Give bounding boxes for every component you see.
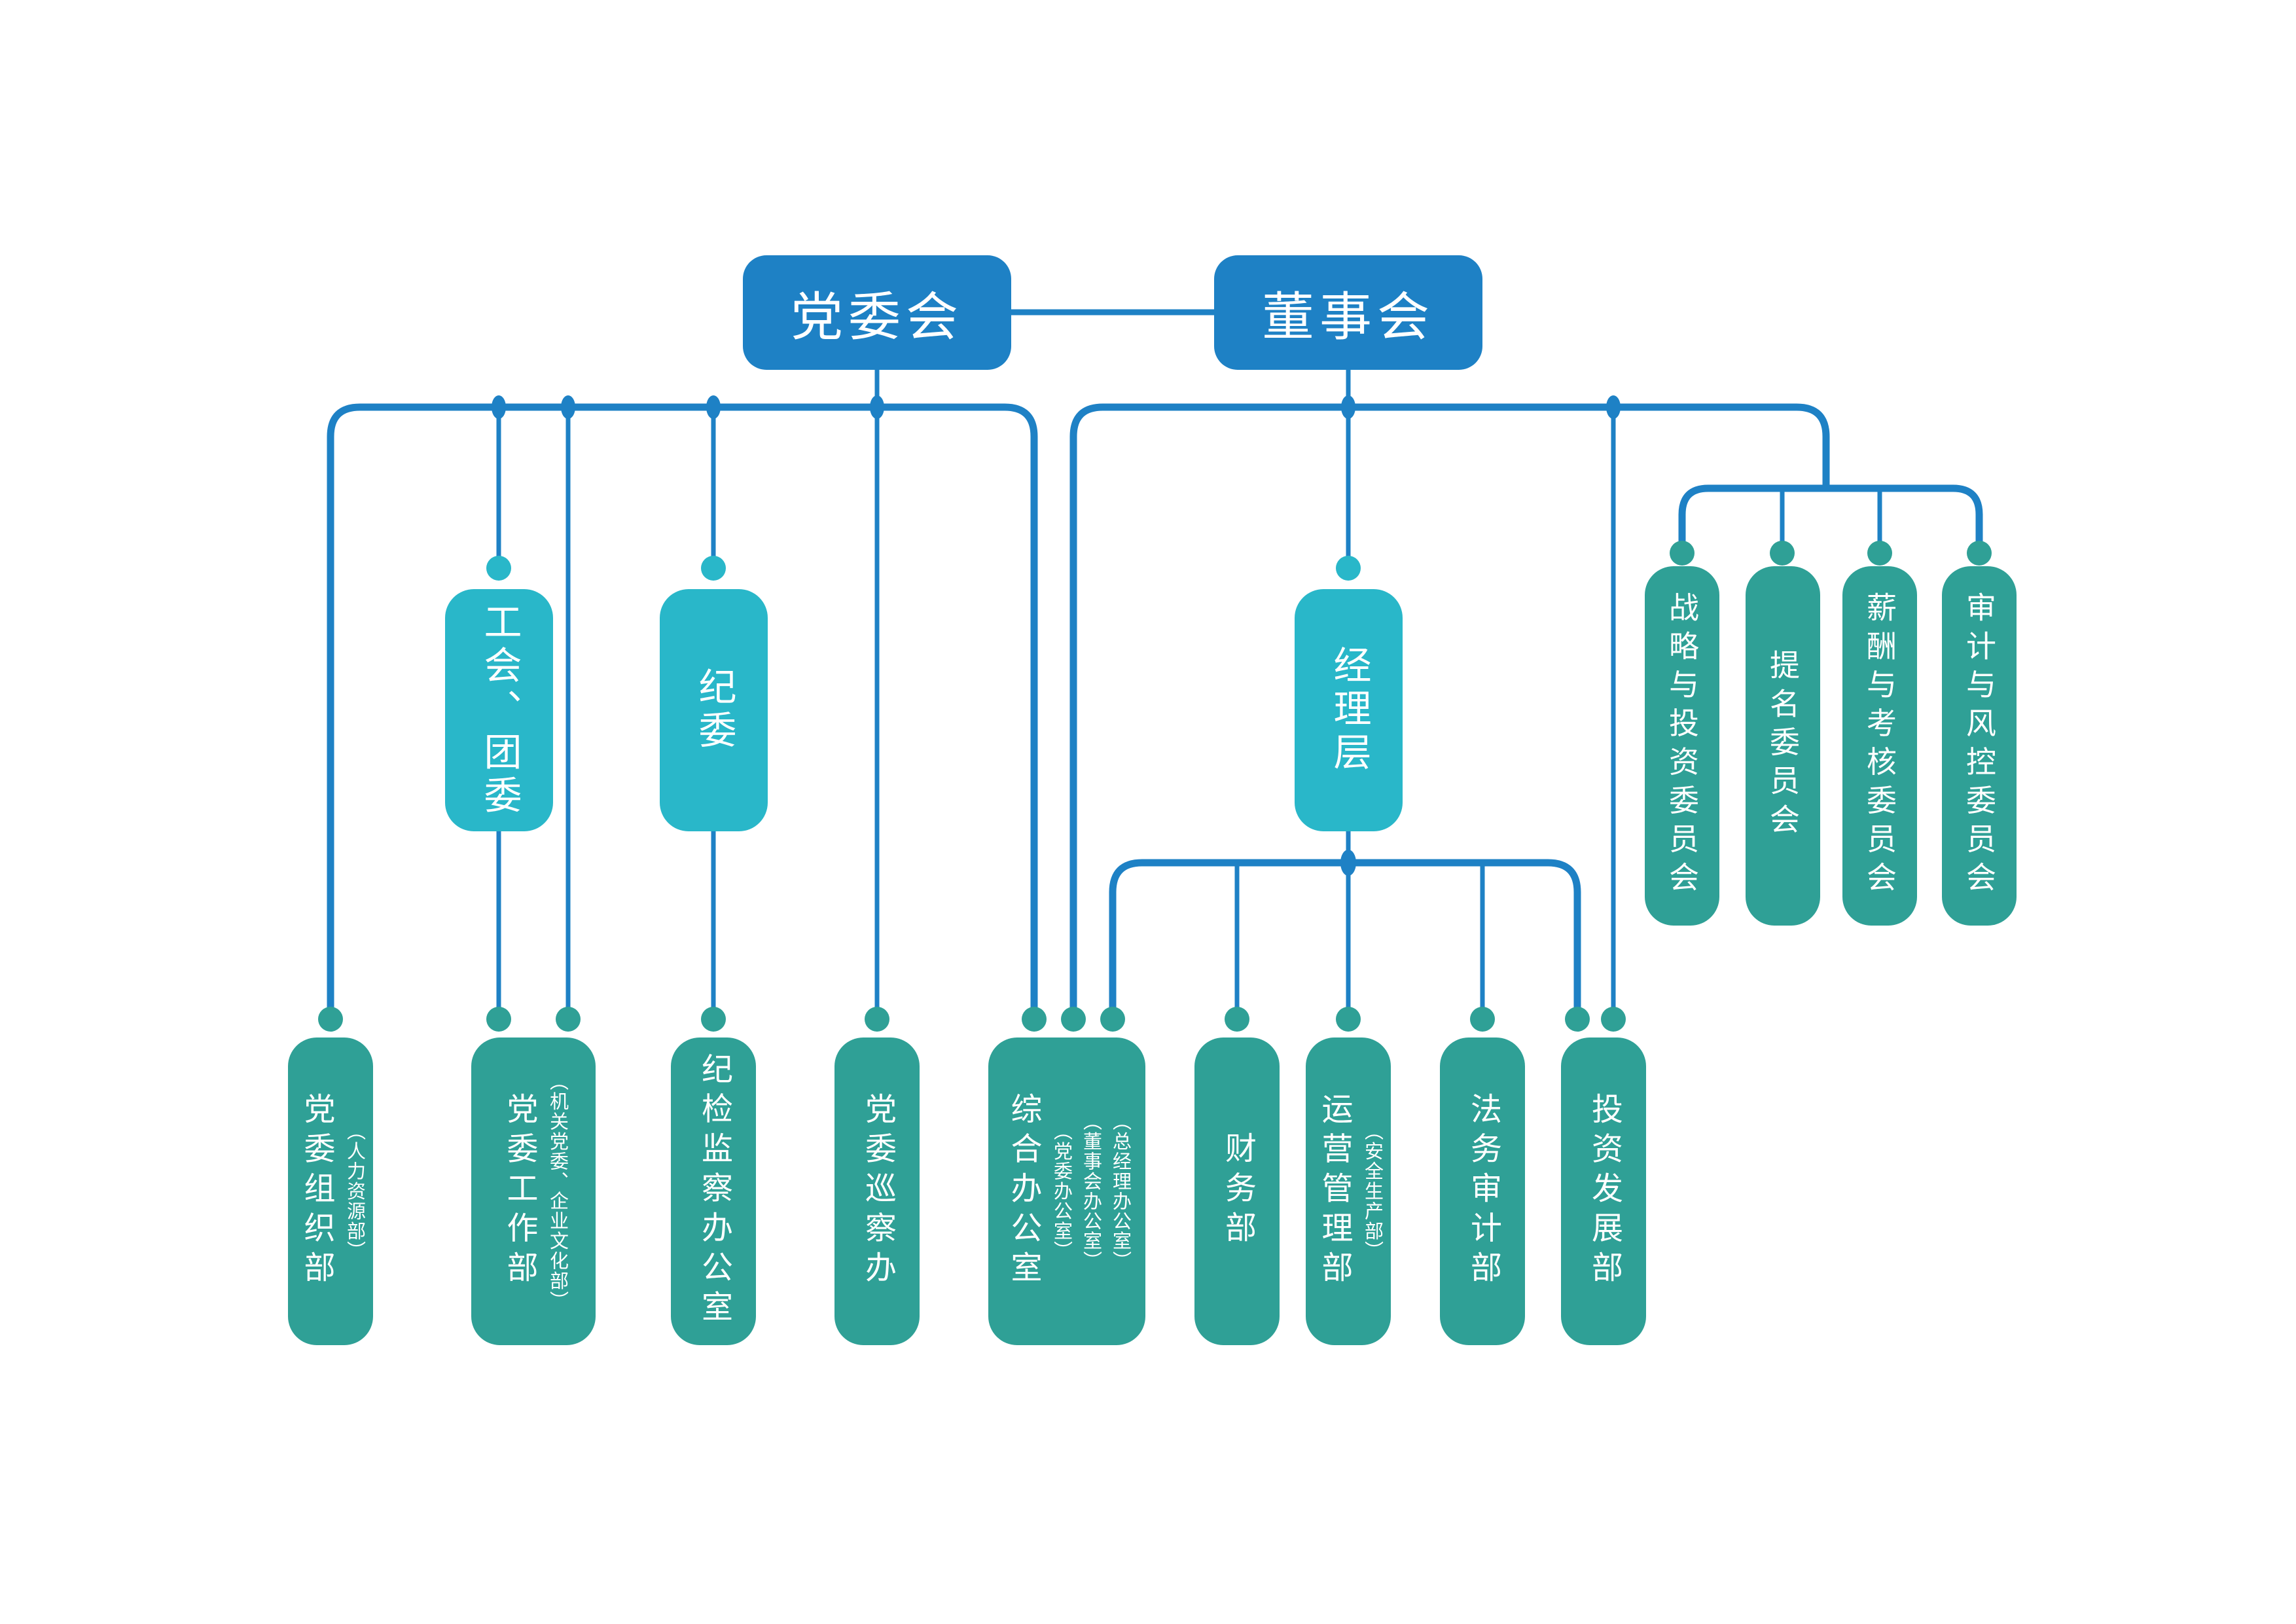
junction-dot <box>1606 395 1621 419</box>
junction-dot <box>870 395 884 419</box>
node-sublabel: （人力资源部） <box>344 1121 365 1261</box>
node-dot <box>1225 1007 1249 1032</box>
node-label: 经理层 <box>1327 645 1371 776</box>
node-board[interactable]: 董事会 <box>1214 255 1482 370</box>
edge-committees-rail <box>1678 484 1983 549</box>
connector-lines <box>327 309 1983 1008</box>
node-dots-bright <box>486 556 1361 581</box>
node-label: 战略与投资委员会 <box>1665 591 1699 901</box>
node-label: 运营管理部 <box>1316 1092 1352 1291</box>
junction-dot <box>1341 395 1355 419</box>
node-audit-risk-committee[interactable]: 审计与风控委员会 <box>1942 566 2017 926</box>
node-dot <box>1061 1007 1086 1032</box>
node-dot <box>1565 1007 1590 1032</box>
node-dot <box>1470 1007 1495 1032</box>
node-sublabel: （党委办公室） <box>1050 1121 1072 1261</box>
node-dot <box>1967 541 1992 566</box>
node-dots-dark <box>318 541 1992 1032</box>
node-sublabel: （机关党委、企业文化部） <box>547 1072 568 1311</box>
junction-dot <box>1340 850 1356 876</box>
node-label: 纪委 <box>692 666 736 754</box>
node-sublabel: （总经理办公室） <box>1109 1111 1131 1271</box>
node-dot <box>1100 1007 1125 1032</box>
node-dot <box>701 556 726 581</box>
node-dot <box>318 1007 343 1032</box>
node-discipline-supervision-office[interactable]: 纪检监察办公室 <box>671 1038 756 1345</box>
node-nomination-committee[interactable]: 提名委员会 <box>1746 566 1820 926</box>
edge-right-rail <box>1069 403 1830 1008</box>
node-dot <box>1670 541 1695 566</box>
node-dot <box>1601 1007 1626 1032</box>
node-label: 董事会 <box>1262 287 1435 346</box>
node-label: 党委会 <box>791 287 963 346</box>
node-label: 党委工作部 <box>501 1092 537 1291</box>
node-management-level[interactable]: 经理层 <box>1295 589 1403 831</box>
node-sublabel: （董事会办公室） <box>1080 1111 1102 1271</box>
junction-dot <box>706 395 721 419</box>
node-union-youth-league[interactable]: 工会、团委 <box>445 589 553 831</box>
node-label: 薪酬与考核委员会 <box>1863 591 1897 901</box>
node-dot <box>865 1007 889 1032</box>
node-label: 提名委员会 <box>1766 649 1800 842</box>
junction-dots <box>492 395 1621 876</box>
node-party-organization-dept[interactable]: 党委组织部 （人力资源部） <box>288 1038 373 1345</box>
node-label: 投资发展部 <box>1587 1092 1621 1291</box>
node-dot <box>1022 1007 1047 1032</box>
node-finance-dept[interactable]: 财务部 <box>1194 1038 1280 1345</box>
node-dot <box>701 1007 726 1032</box>
edge-left-rail <box>327 403 1038 1008</box>
node-general-office[interactable]: 综合办公室 （党委办公室） （董事会办公室） （总经理办公室） <box>988 1038 1145 1345</box>
junction-dot <box>492 395 506 419</box>
node-label: 法务审计部 <box>1465 1092 1500 1291</box>
node-label: 工会、团委 <box>478 602 521 819</box>
node-label: 审计与风控委员会 <box>1962 591 1996 901</box>
node-dot <box>1336 1007 1361 1032</box>
node-label: 财务部 <box>1220 1132 1255 1251</box>
node-investment-development-dept[interactable]: 投资发展部 <box>1561 1038 1646 1345</box>
node-label: 党委组织部 <box>298 1092 334 1291</box>
node-dot <box>556 1007 581 1032</box>
node-discipline-committee[interactable]: 纪委 <box>660 589 768 831</box>
node-label: 党委巡察办 <box>860 1092 895 1291</box>
node-dot <box>486 556 511 581</box>
node-compensation-assessment-committee[interactable]: 薪酬与考核委员会 <box>1842 566 1917 926</box>
node-dot <box>486 1007 511 1032</box>
node-label: 综合办公室 <box>1005 1092 1041 1291</box>
node-label: 纪检监察办公室 <box>696 1053 731 1330</box>
edge-management-rail <box>1109 859 1581 1008</box>
node-strategy-investment-committee[interactable]: 战略与投资委员会 <box>1645 566 1719 926</box>
node-dot <box>1867 541 1892 566</box>
node-operations-management-dept[interactable]: 运营管理部 （安全生产部） <box>1306 1038 1391 1345</box>
node-party-committee[interactable]: 党委会 <box>743 255 1011 370</box>
node-party-work-dept[interactable]: 党委工作部 （机关党委、企业文化部） <box>471 1038 596 1345</box>
node-legal-audit-dept[interactable]: 法务审计部 <box>1440 1038 1525 1345</box>
node-dot <box>1770 541 1795 566</box>
junction-dot <box>561 395 575 419</box>
node-party-inspection-office[interactable]: 党委巡察办 <box>834 1038 920 1345</box>
node-dot <box>1336 556 1361 581</box>
node-sublabel: （安全生产部） <box>1361 1121 1383 1261</box>
